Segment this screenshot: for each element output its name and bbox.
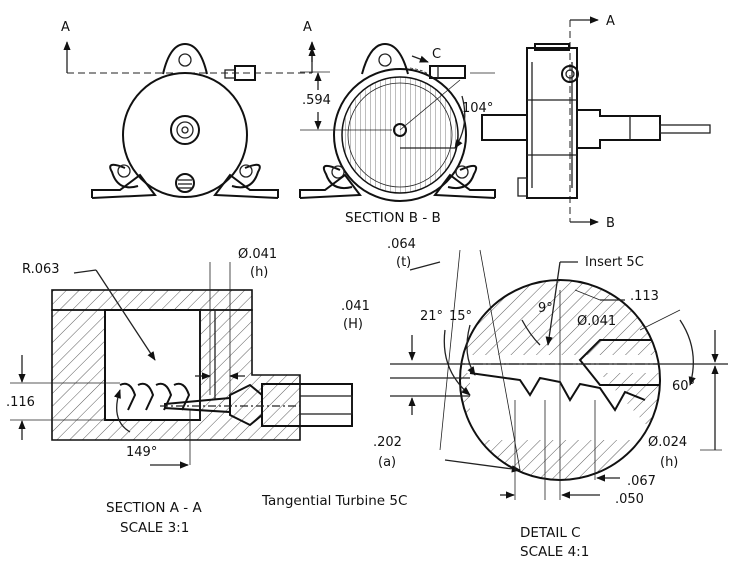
detail-marker-c: C [432, 47, 441, 62]
dim-067: .067 [627, 474, 656, 489]
detail-c-scale: SCALE 4:1 [520, 544, 589, 560]
dim-dia-041-b: Ø.041 [577, 314, 616, 329]
dim-angle-9: 9° [538, 301, 553, 316]
dim-113: .113 [630, 289, 659, 304]
section-b-title: SECTION B - B [345, 210, 441, 226]
dim-041-H-sub: (H) [343, 317, 363, 332]
front-view [63, 41, 316, 199]
dim-064-sub: (t) [396, 255, 411, 270]
dim-041-H: .041 [341, 299, 370, 314]
dim-angle-104: 104° [462, 101, 493, 116]
dim-202: .202 [373, 435, 402, 450]
dim-050: .050 [615, 492, 644, 507]
side-view [481, 16, 711, 226]
section-marker-b-top: A [606, 14, 615, 29]
detail-c-title: DETAIL C [520, 525, 581, 541]
section-b-view [299, 42, 496, 202]
dim-202-sub: (a) [378, 455, 396, 470]
dim-dia-041-h: Ø.041 [238, 247, 277, 262]
section-marker-a-left: A [61, 20, 70, 35]
dim-angle-21: 21° [420, 309, 443, 324]
caption: Tangential Turbine 5C [261, 493, 407, 509]
dim-dia-024: Ø.024 [648, 435, 687, 450]
dim-angle-149: 149° [126, 445, 157, 460]
section-a-title: SECTION A - A [106, 500, 202, 516]
dim-angle-15: 15° [449, 309, 472, 324]
dim-594: .594 [302, 93, 331, 108]
section-a-scale: SCALE 3:1 [120, 520, 189, 536]
section-marker-a-right: A [303, 20, 312, 35]
dim-064: .064 [387, 237, 416, 252]
label-insert-5c: Insert 5C [585, 255, 644, 270]
section-marker-b-bottom: B [606, 216, 615, 231]
dim-116: .116 [6, 395, 35, 410]
section-a-view [10, 262, 353, 469]
detail-c-view [390, 249, 728, 500]
dim-r063: R.063 [22, 262, 60, 277]
dim-dia-024-sub: (h) [660, 455, 678, 470]
dim-angle-60: 60° [672, 379, 695, 394]
dim-dia-041-h-sub: (h) [250, 265, 268, 280]
